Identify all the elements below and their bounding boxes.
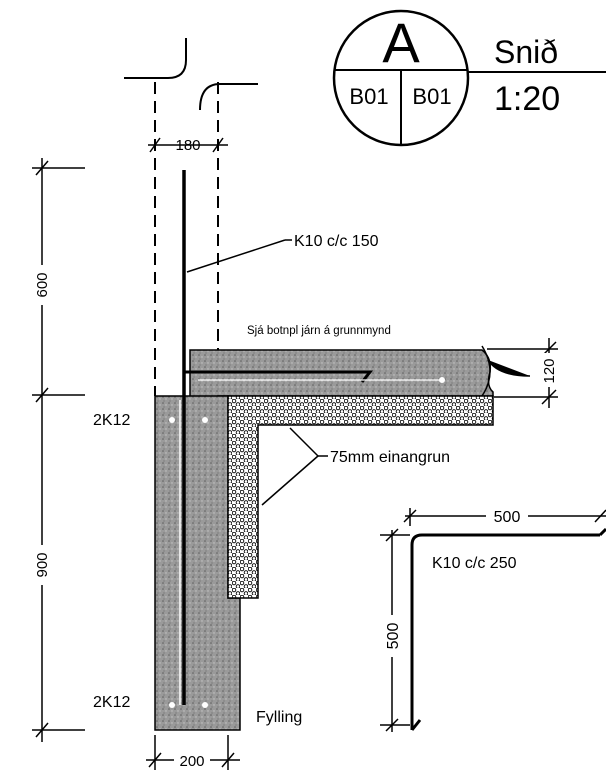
label-top-bars: 2K12	[93, 412, 130, 429]
label-bottom-bars: 2K12	[93, 694, 130, 711]
label-bent-bar: K10 c/c 250	[432, 555, 517, 572]
bent-bar	[410, 533, 600, 730]
slab-break-line	[481, 345, 491, 397]
dim-bg-bar-h	[486, 508, 528, 524]
dim-lower-height-value: 900	[34, 552, 51, 577]
sheet-ref-right: B01	[412, 84, 451, 109]
dimension-left-vertical	[32, 158, 85, 742]
insulation-layer	[227, 395, 494, 599]
dim-upper-height-value: 600	[34, 272, 51, 297]
label-slab-note: Sjá botnpl járn á grunnmynd	[247, 325, 391, 337]
sheet-ref-left: B01	[349, 84, 388, 109]
dim-bar-horizontal-value: 500	[494, 509, 521, 526]
view-scale: 1:20	[494, 80, 560, 118]
dimension-wall-top	[148, 137, 228, 153]
dim-bg-bar-v	[383, 615, 401, 657]
leader-lines	[186, 239, 328, 506]
view-title: Snið	[494, 34, 558, 70]
section-marker: A B01 B01	[332, 9, 470, 147]
dim-footing-value: 200	[179, 753, 204, 770]
label-fill: Fylling	[256, 709, 302, 726]
dim-slab-value: 120	[541, 358, 558, 383]
dim-bg-600	[33, 265, 51, 305]
break-line-symbol	[124, 38, 258, 111]
dim-bg-120	[540, 353, 558, 387]
section-letter: A	[382, 11, 420, 74]
wall-outline-dashed	[154, 82, 219, 396]
dim-bg-200	[174, 752, 210, 768]
rebar	[169, 170, 445, 708]
bent-bar-detail	[380, 508, 606, 732]
dim-bar-vertical-value: 500	[385, 623, 402, 650]
dim-bg-900	[33, 545, 51, 585]
label-insulation: 75mm einangrun	[330, 449, 450, 466]
label-vertical-rebar: K10 c/c 150	[294, 233, 379, 250]
dim-wall-top-value: 180	[175, 137, 200, 154]
floor-slab	[189, 349, 494, 399]
slab-top-bar	[182, 370, 374, 385]
